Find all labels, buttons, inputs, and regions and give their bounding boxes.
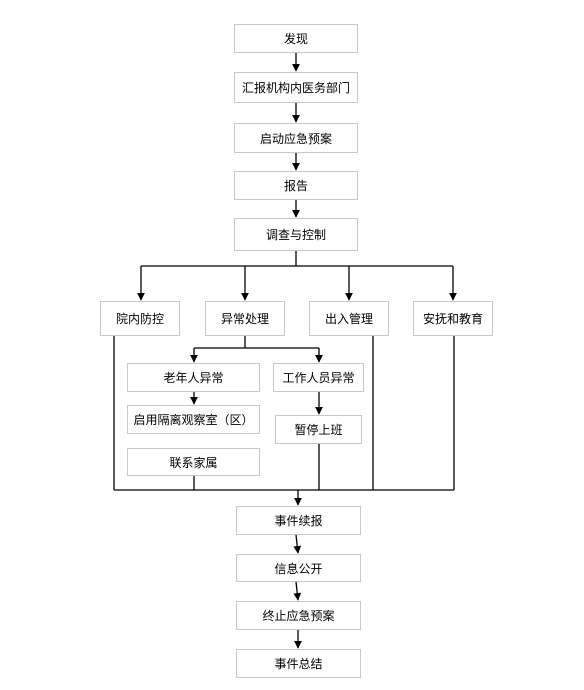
- node-elderly-abnormal: 老年人异常: [127, 363, 260, 392]
- node-event-summary: 事件总结: [236, 649, 361, 678]
- node-use-isolation-room: 启用隔离观察室（区）: [127, 405, 260, 434]
- arrow-follow-up-to-disclosure: [293, 534, 302, 554]
- node-abnormal-handling: 异常处理: [205, 301, 285, 336]
- node-hospital-prevention: 院内防控: [100, 301, 180, 336]
- node-staff-abnormal: 工作人员异常: [273, 363, 364, 392]
- node-discover: 发现: [234, 24, 358, 53]
- node-info-disclosure: 信息公开: [236, 554, 361, 582]
- node-report-to-medical-dept: 汇报机构内医务部门: [234, 72, 358, 103]
- node-suspend-work: 暂停上班: [275, 415, 362, 444]
- node-investigate-control: 调查与控制: [234, 218, 358, 251]
- node-start-emergency-plan: 启动应急预案: [234, 123, 358, 153]
- node-contact-family: 联系家属: [127, 448, 260, 476]
- node-access-management: 出入管理: [309, 301, 389, 336]
- node-report: 报告: [234, 171, 358, 200]
- node-comfort-education: 安抚和教育: [413, 301, 493, 336]
- node-terminate-plan: 终止应急预案: [236, 601, 361, 630]
- node-follow-up-report: 事件续报: [236, 506, 361, 535]
- arrow-disclosure-to-terminate: [293, 581, 302, 601]
